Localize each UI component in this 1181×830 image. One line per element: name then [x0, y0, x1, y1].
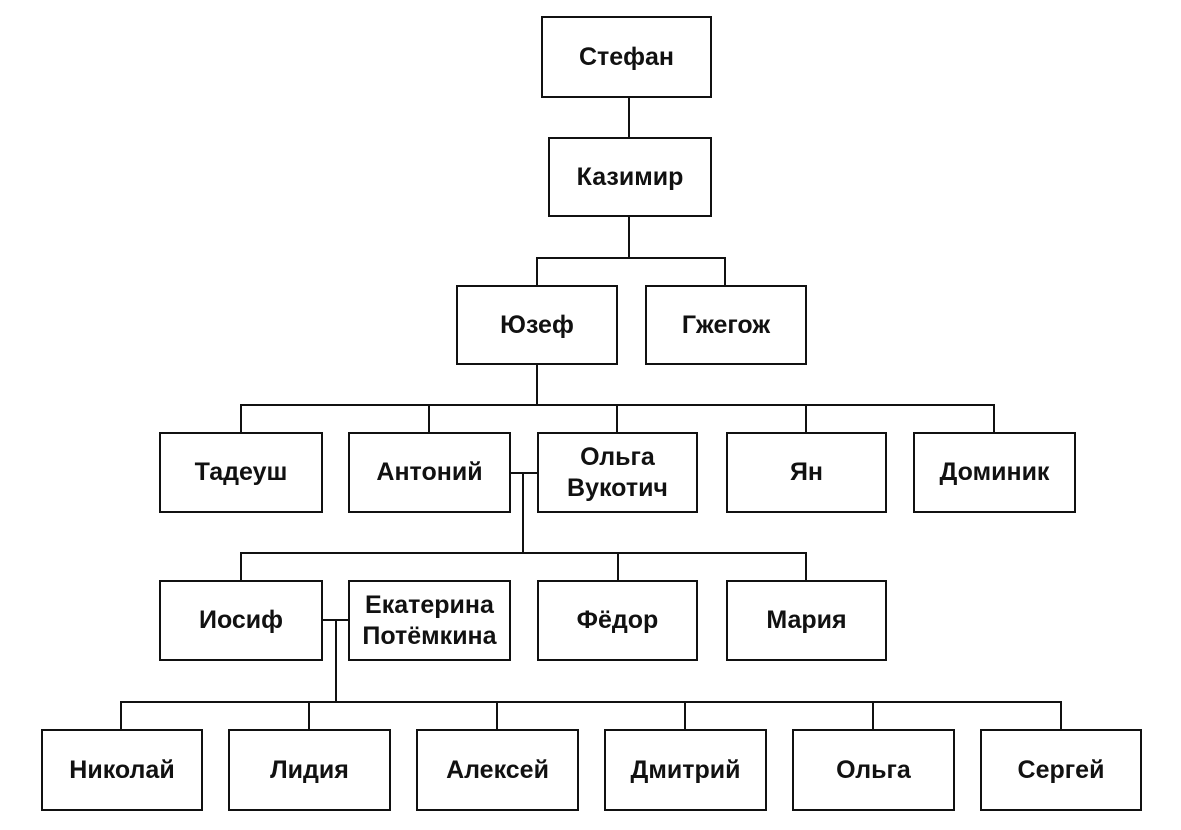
- connector: [617, 552, 619, 581]
- person-fedor: Фёдор: [537, 580, 698, 661]
- person-nikolai: Николай: [41, 729, 203, 811]
- connector: [308, 701, 310, 730]
- connector: [536, 257, 726, 259]
- connector: [536, 364, 538, 405]
- person-gzhegozh: Гжегож: [645, 285, 807, 365]
- connector: [872, 701, 874, 730]
- connector: [120, 701, 1062, 703]
- connector: [684, 701, 686, 730]
- person-yan: Ян: [726, 432, 887, 513]
- connector: [428, 404, 430, 433]
- connector: [1060, 701, 1062, 730]
- person-tadeush: Тадеуш: [159, 432, 323, 513]
- person-yuzef: Юзеф: [456, 285, 618, 365]
- connector: [120, 701, 122, 730]
- person-dominik: Доминик: [913, 432, 1076, 513]
- person-sergei: Сергей: [980, 729, 1142, 811]
- connector: [496, 701, 498, 730]
- person-dmitriy: Дмитрий: [604, 729, 767, 811]
- connector: [536, 257, 538, 285]
- connector: [805, 552, 807, 581]
- connector: [628, 97, 630, 137]
- person-olga: Ольга: [792, 729, 955, 811]
- person-maria: Мария: [726, 580, 887, 661]
- connector: [724, 257, 726, 285]
- person-lidia: Лидия: [228, 729, 391, 811]
- person-aleksei: Алексей: [416, 729, 579, 811]
- connector: [805, 404, 807, 433]
- person-iosif: Иосиф: [159, 580, 323, 661]
- person-stefan: Стефан: [541, 16, 712, 98]
- connector: [240, 552, 242, 581]
- person-ekaterina-potemkina: Екатерина Потёмкина: [348, 580, 511, 661]
- connector: [335, 619, 337, 703]
- connector: [993, 404, 995, 433]
- connector: [240, 404, 242, 433]
- connector: [240, 552, 807, 554]
- connector: [522, 472, 524, 554]
- person-kazimir: Казимир: [548, 137, 712, 217]
- person-antoniy: Антоний: [348, 432, 511, 513]
- person-olga-vukotich: Ольга Вукотич: [537, 432, 698, 513]
- connector: [628, 216, 630, 258]
- connector: [616, 404, 618, 433]
